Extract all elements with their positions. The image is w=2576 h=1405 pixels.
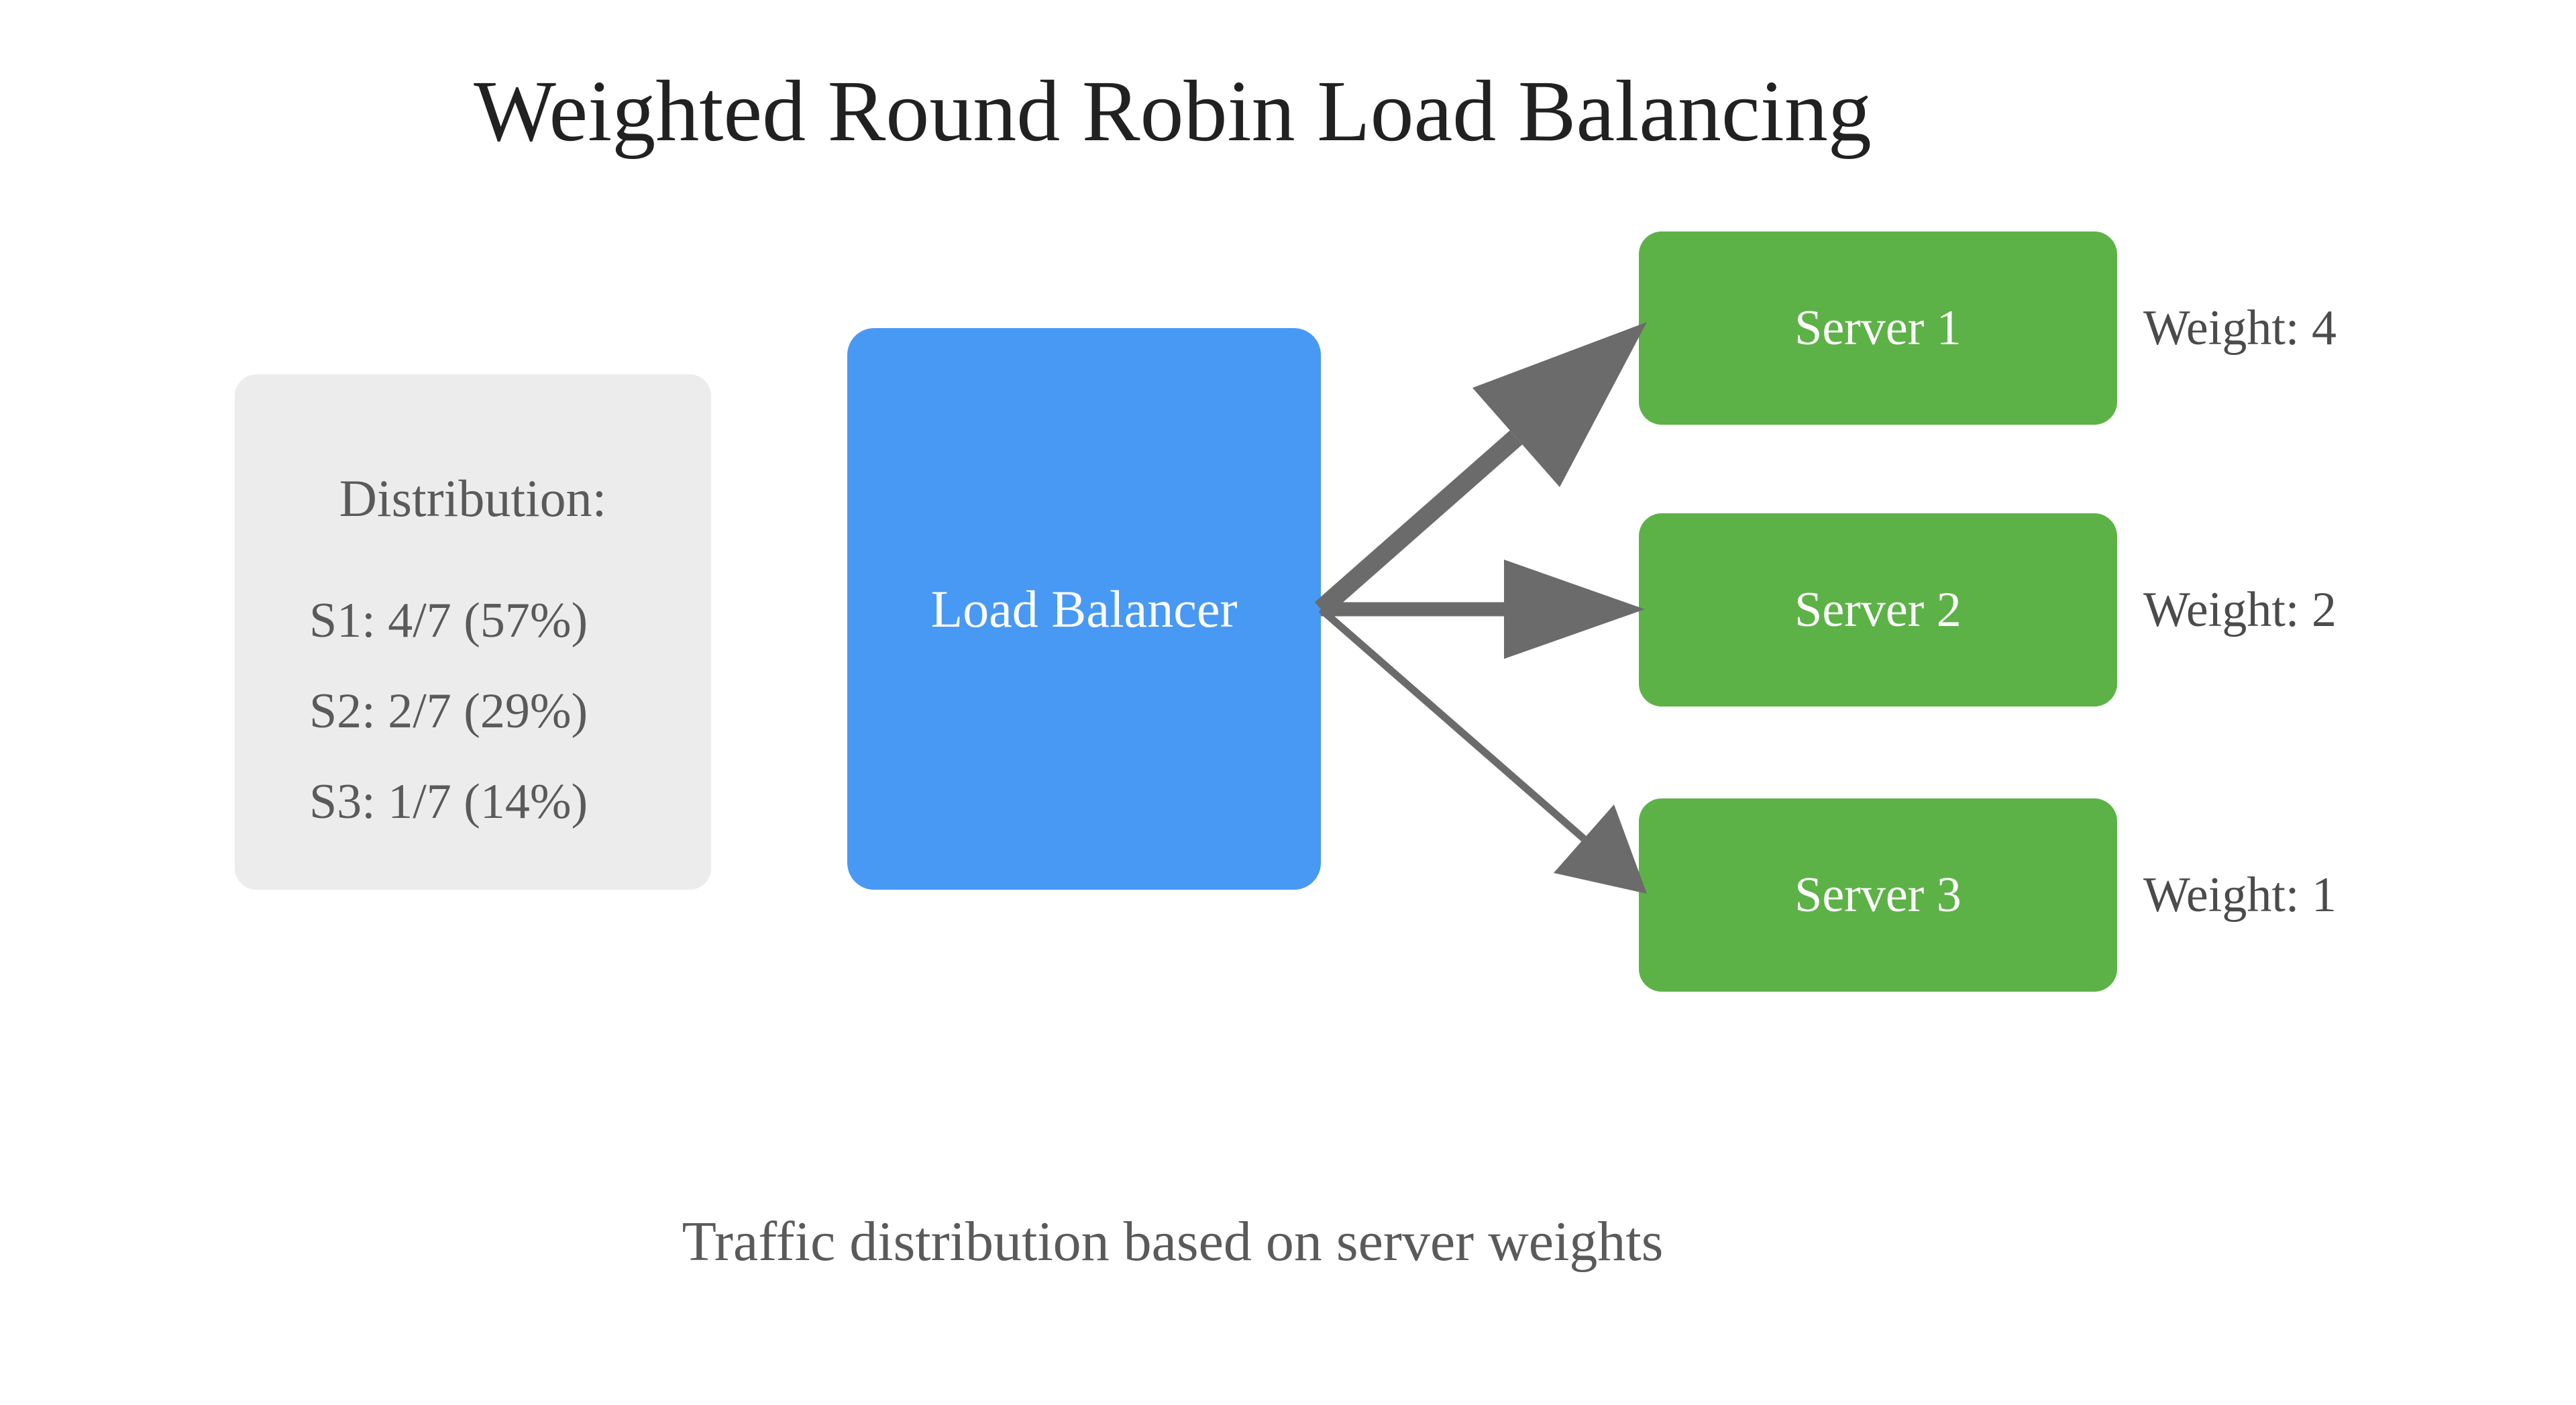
server-3-label: Server 3 — [1794, 867, 1962, 923]
arrow-to-server-2 — [1321, 560, 1645, 659]
load-balancer-box: Load Balancer — [847, 328, 1321, 890]
arrow-to-server-3 — [1318, 606, 1647, 894]
load-balancer-label: Load Balancer — [930, 579, 1238, 638]
distribution-item-s3: S3: 1/7 (14%) — [309, 774, 588, 829]
diagram-caption: Traffic distribution based on server wei… — [682, 1210, 1664, 1273]
arrow-to-server-1 — [1314, 322, 1647, 617]
server-1-label: Server 1 — [1794, 300, 1962, 356]
distribution-list: S1: 4/7 (57%) S2: 2/7 (29%) S3: 1/7 (14%… — [309, 587, 588, 859]
distribution-item-s1: S1: 4/7 (57%) — [309, 593, 588, 648]
distribution-panel: Distribution: S1: 4/7 (57%) S2: 2/7 (29%… — [235, 374, 711, 890]
server-2-label: Server 2 — [1794, 582, 1962, 637]
page-title: Weighted Round Robin Load Balancing — [474, 63, 1872, 160]
server-2-box: Server 2 — [1639, 513, 2117, 707]
server-2-weight-label: Weight: 2 — [2143, 582, 2337, 637]
distribution-heading: Distribution: — [339, 469, 607, 527]
server-1-box: Server 1 — [1639, 231, 2117, 425]
distribution-item-s2: S2: 2/7 (29%) — [309, 684, 588, 739]
server-3-box: Server 3 — [1639, 798, 2117, 992]
server-1-weight-label: Weight: 4 — [2143, 301, 2337, 356]
server-3-weight-label: Weight: 1 — [2143, 868, 2337, 923]
